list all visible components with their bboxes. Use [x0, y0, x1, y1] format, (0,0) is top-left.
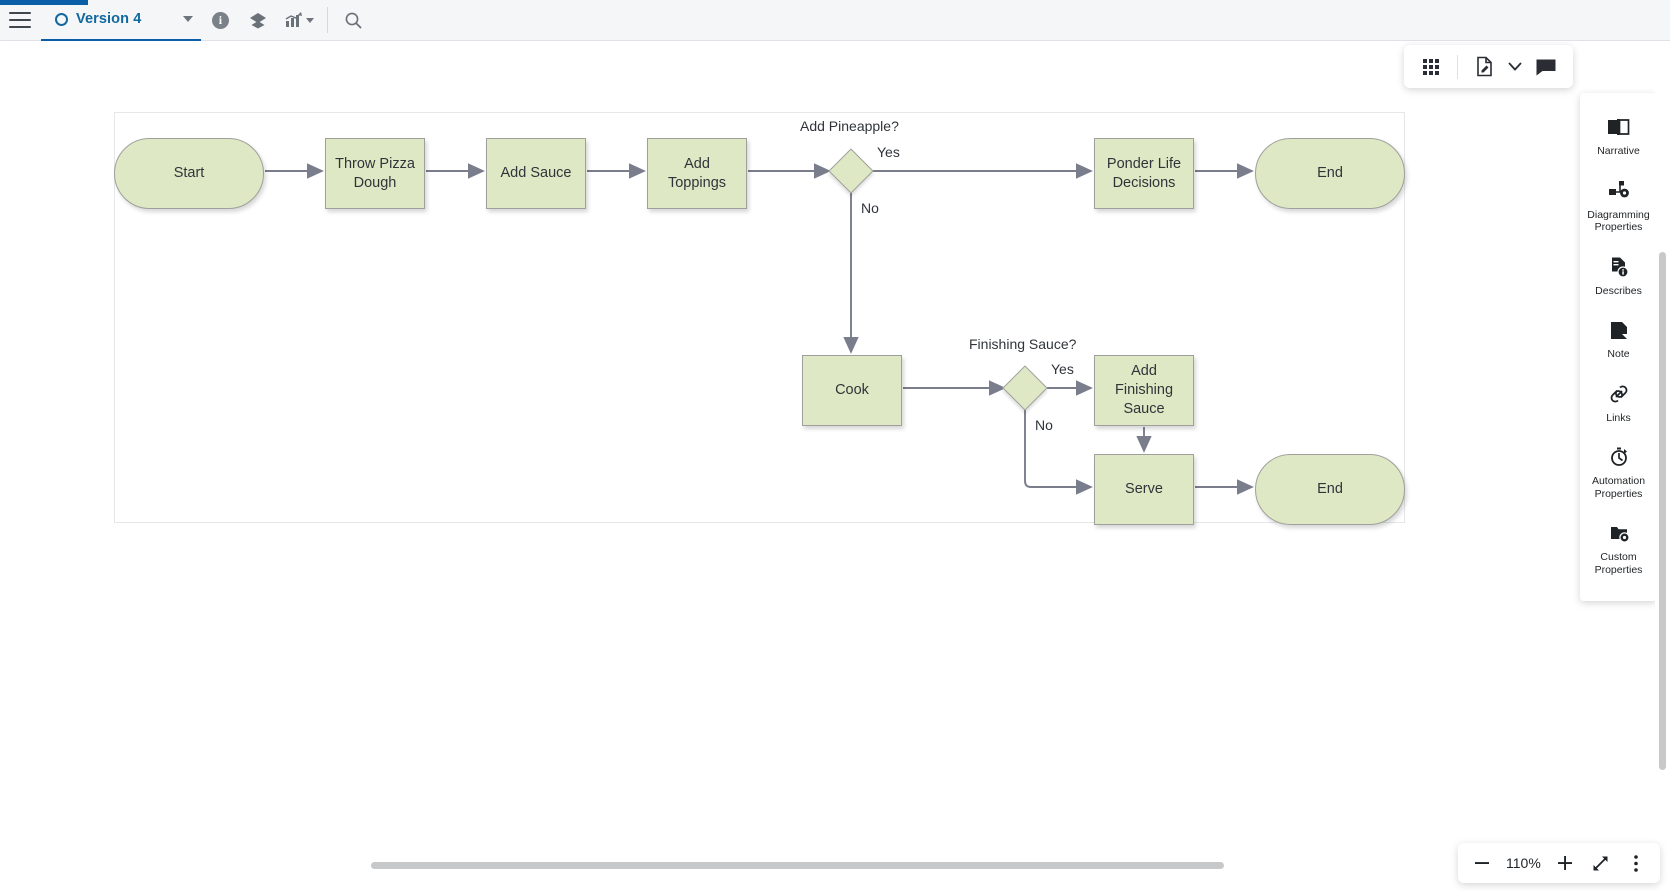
node-cook[interactable]: Cook: [802, 355, 902, 426]
chevron-down-icon: [1508, 62, 1522, 71]
toolbar-dropdown-button[interactable]: [1503, 50, 1527, 84]
panel-item-note[interactable]: Note: [1580, 308, 1657, 372]
hamburger-menu-icon[interactable]: [9, 12, 31, 28]
document-edit-button[interactable]: [1469, 50, 1499, 84]
info-icon: i: [211, 11, 229, 29]
panel-item-label: Links: [1606, 411, 1631, 424]
panel-item-label: Note: [1607, 348, 1630, 360]
active-tab-indicator-strip: [0, 0, 88, 5]
node-label: Add Finishing Sauce: [1114, 363, 1174, 417]
layers-icon: [250, 13, 267, 29]
kebab-menu-icon: [1634, 854, 1638, 872]
narrative-book-icon: [1606, 115, 1632, 139]
panel-item-narrative[interactable]: Narrative: [1580, 105, 1657, 169]
tab-version-4[interactable]: Version 4: [41, 0, 202, 41]
toolbar-divider: [1457, 54, 1458, 79]
info-button[interactable]: i: [201, 0, 239, 41]
zoom-control: 110%: [1458, 843, 1660, 883]
layers-button[interactable]: [239, 0, 277, 41]
more-options-button[interactable]: [1621, 848, 1651, 878]
panel-item-links[interactable]: Links: [1580, 372, 1657, 436]
chevron-down-icon[interactable]: [306, 17, 315, 23]
comment-icon: [1536, 59, 1556, 75]
top-toolbar: Version 4 i: [0, 0, 1670, 41]
note-icon: [1606, 318, 1632, 342]
panel-item-describes[interactable]: Describes: [1580, 245, 1657, 309]
node-label: Cook: [835, 382, 869, 398]
comment-button[interactable]: [1531, 50, 1561, 84]
edge-label-pineapple-no: No: [861, 200, 879, 216]
grid-apps-icon: [1423, 58, 1439, 75]
automation-properties-icon: [1606, 445, 1632, 469]
node-add-sauce[interactable]: Add Sauce: [486, 138, 586, 209]
node-label: End: [1317, 165, 1343, 181]
node-serve[interactable]: Serve: [1094, 454, 1194, 525]
zoom-in-button[interactable]: [1550, 848, 1580, 878]
node-label: Serve: [1125, 481, 1163, 497]
decision-title-add-pineapple: Add Pineapple?: [800, 118, 899, 134]
expand-arrows-icon: [1593, 856, 1608, 870]
node-end-top[interactable]: End: [1255, 138, 1405, 209]
node-end-bottom[interactable]: End: [1255, 454, 1405, 525]
panel-item-label: Narrative: [1597, 145, 1640, 157]
tab-label: Version 4: [76, 11, 142, 27]
chart-button[interactable]: [277, 0, 321, 41]
horizontal-scrollbar-thumb[interactable]: [371, 862, 1224, 869]
zoom-level-value[interactable]: 110%: [1506, 855, 1541, 871]
diagram-frame: [114, 112, 1405, 523]
search-icon: [345, 12, 362, 29]
edge-label-pineapple-yes: Yes: [877, 144, 900, 160]
node-add-finishing-sauce[interactable]: Add Finishing Sauce: [1094, 355, 1194, 426]
edge-label-finishing-yes: Yes: [1051, 361, 1074, 377]
chart-icon: [286, 12, 303, 27]
toolbar-divider: [327, 7, 329, 33]
panel-item-label: Describes: [1595, 284, 1642, 297]
minus-icon: [1474, 862, 1489, 864]
document-edit-icon: [1476, 56, 1492, 77]
decision-title-finishing-sauce: Finishing Sauce?: [969, 336, 1077, 352]
node-label: End: [1317, 481, 1343, 497]
node-label: Add Sauce: [500, 165, 572, 181]
links-icon: [1606, 382, 1632, 406]
grid-apps-button[interactable]: [1416, 50, 1446, 84]
plus-icon: [1557, 856, 1572, 870]
search-button[interactable]: [334, 0, 372, 41]
node-start[interactable]: Start: [114, 138, 264, 209]
canvas-top-toolbar: [1404, 45, 1573, 88]
custom-properties-icon: [1606, 521, 1632, 545]
circle-icon: [55, 12, 68, 26]
vertical-scrollbar-thumb[interactable]: [1659, 252, 1666, 770]
vertical-scrollbar-track[interactable]: [1655, 41, 1670, 891]
node-label: Start: [173, 165, 205, 181]
zoom-out-button[interactable]: [1467, 848, 1497, 878]
describes-icon: [1606, 255, 1632, 279]
fit-to-screen-button[interactable]: [1586, 848, 1616, 878]
chevron-down-icon[interactable]: [183, 16, 194, 22]
horizontal-scrollbar-track[interactable]: [0, 858, 1655, 873]
edge-label-finishing-no: No: [1035, 417, 1053, 433]
diagramming-properties-icon: [1606, 179, 1632, 203]
